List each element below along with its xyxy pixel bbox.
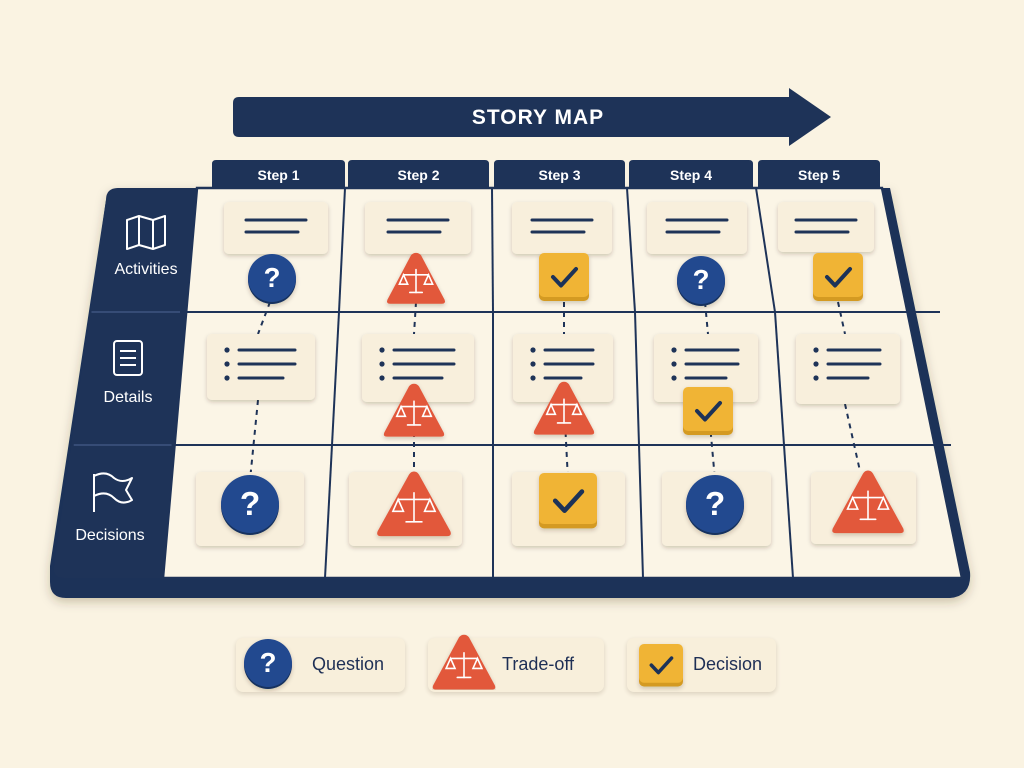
bullet (813, 347, 819, 353)
title-arrow-banner: STORY MAP (233, 88, 831, 148)
svg-text:?: ? (260, 647, 277, 678)
svg-text:?: ? (264, 262, 281, 293)
decision-marker (813, 253, 863, 301)
map-icon (126, 215, 166, 250)
question-marker: ? (248, 254, 296, 304)
tradeoff-marker (383, 383, 445, 437)
legend-label-tradeoff: Trade-off (502, 654, 575, 674)
flag-icon (93, 472, 133, 512)
bullet (671, 361, 677, 367)
column-divider (634, 311, 644, 579)
scale-icon (846, 490, 890, 521)
legend-tradeoff: Trade-off (428, 634, 604, 692)
row-label-activities: Activities (114, 215, 178, 278)
step-label: Step 2 (397, 167, 439, 183)
scale-icon (444, 651, 484, 679)
decision-marker (539, 253, 589, 301)
column-divider (626, 187, 636, 313)
legend-tradeoff-marker (432, 634, 496, 690)
checkmark-icon (551, 267, 578, 288)
bullet (813, 361, 819, 367)
question-marker: ? (677, 256, 725, 306)
scale-icon (395, 400, 433, 426)
step-header-2: Step 2 (348, 160, 489, 188)
column-divider (755, 187, 776, 313)
decision-marker (683, 387, 733, 435)
bullet (224, 375, 230, 381)
bullet (379, 361, 385, 367)
activity-card (512, 202, 612, 254)
bullet (671, 375, 677, 381)
decision-marker (539, 473, 597, 529)
connector-line (249, 399, 259, 481)
row-label-column (53, 188, 197, 578)
tradeoff-marker (377, 471, 451, 537)
bullet (379, 347, 385, 353)
activity-card (778, 202, 874, 252)
tradeoff-marker (533, 381, 595, 435)
checkmark-icon (825, 267, 852, 288)
legend-decision-marker (639, 644, 683, 687)
scale-warning-icon (432, 634, 496, 690)
row-label-decisions: Decisions (75, 472, 145, 544)
scale-icon (391, 491, 437, 523)
checkmark-icon (695, 401, 722, 422)
legend-label-decision: Decision (693, 654, 763, 674)
legend-question: ? Question (236, 638, 405, 692)
svg-text:?: ? (705, 486, 725, 523)
checkmark-icon (649, 656, 674, 675)
scale-icon (398, 268, 434, 294)
svg-text:?: ? (693, 264, 710, 295)
document-icon (113, 340, 143, 376)
step-label: Step 5 (798, 167, 840, 183)
detail-card (796, 334, 900, 404)
bullet (224, 347, 230, 353)
step-header-1: Step 1 (212, 160, 345, 188)
bullet (530, 361, 536, 367)
bullet (224, 361, 230, 367)
step-header-5: Step 5 (758, 160, 880, 188)
activity-card (647, 202, 747, 254)
legend-label-question: Question (312, 654, 385, 674)
activity-card (365, 202, 471, 254)
checkmark-icon (552, 489, 585, 514)
bullet (813, 375, 819, 381)
row-label-text: Activities (114, 261, 177, 278)
detail-card (207, 334, 315, 400)
step-header-3: Step 3 (494, 160, 625, 188)
step-label: Step 4 (670, 167, 712, 183)
legend-question-marker: ? (244, 639, 292, 689)
bullet (530, 375, 536, 381)
row-label-text: Details (104, 389, 153, 406)
title: STORY MAP (471, 106, 605, 129)
column-divider (338, 187, 346, 313)
row-label-details: Details (104, 340, 153, 406)
checkmark-icon (639, 644, 683, 687)
scale-icon (545, 398, 583, 424)
step-label: Step 1 (257, 167, 299, 183)
tradeoff-marker (386, 252, 446, 304)
bullet (530, 347, 536, 353)
tradeoff-marker (832, 470, 904, 534)
column-divider (324, 311, 340, 579)
bullet (671, 347, 677, 353)
bullet (379, 375, 385, 381)
question-marker: ? (686, 475, 744, 535)
question-icon: ? (244, 639, 292, 689)
column-divider (491, 187, 494, 313)
step-header-4: Step 4 (629, 160, 753, 188)
svg-text:?: ? (240, 486, 260, 523)
question-marker: ? (221, 475, 279, 535)
row-label-text: Decisions (75, 527, 144, 544)
activity-card (224, 202, 328, 254)
step-label: Step 3 (538, 167, 580, 183)
legend-decision: Decision (627, 638, 776, 692)
column-divider (774, 311, 794, 579)
connector-line (844, 403, 863, 481)
